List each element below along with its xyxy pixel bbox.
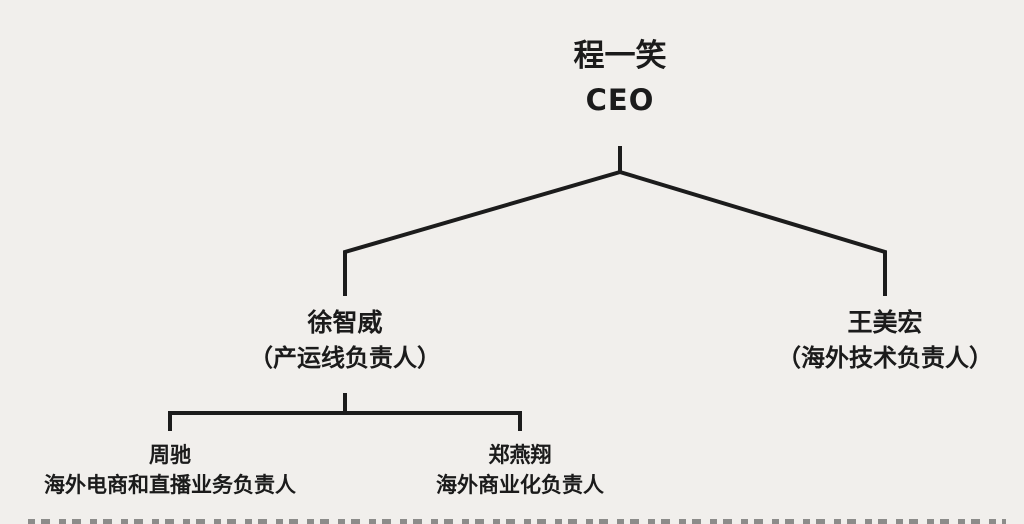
cut-off-caption-text xyxy=(28,519,1006,524)
connector-ceo-to-right xyxy=(618,146,887,296)
org-node-overseas-tech-lead: 王美宏 （海外技术负责人） xyxy=(777,305,993,376)
org-node-ceo: 程一笑 CEO xyxy=(574,34,667,121)
org-node-commercialization-lead: 郑燕翔 海外商业化负责人 xyxy=(436,440,604,501)
person-name: 周驰 xyxy=(149,443,191,467)
connector-ceo-to-left xyxy=(343,146,622,296)
person-name: 王美宏 xyxy=(847,308,923,337)
person-title: （海外技术负责人） xyxy=(777,344,993,373)
connector-left-to-grandchildren xyxy=(168,393,522,431)
person-title: CEO xyxy=(585,82,655,117)
person-name: 郑燕翔 xyxy=(488,443,552,467)
person-name: 程一笑 xyxy=(573,38,667,74)
org-node-product-ops-lead: 徐智威 （产运线负责人） xyxy=(249,305,441,376)
person-title: 海外电商和直播业务负责人 xyxy=(44,473,296,498)
person-title: （产运线负责人） xyxy=(249,344,441,373)
person-title: 海外商业化负责人 xyxy=(436,473,604,498)
org-node-ecommerce-live-lead: 周驰 海外电商和直播业务负责人 xyxy=(44,440,296,501)
person-name: 徐智威 xyxy=(307,308,383,337)
